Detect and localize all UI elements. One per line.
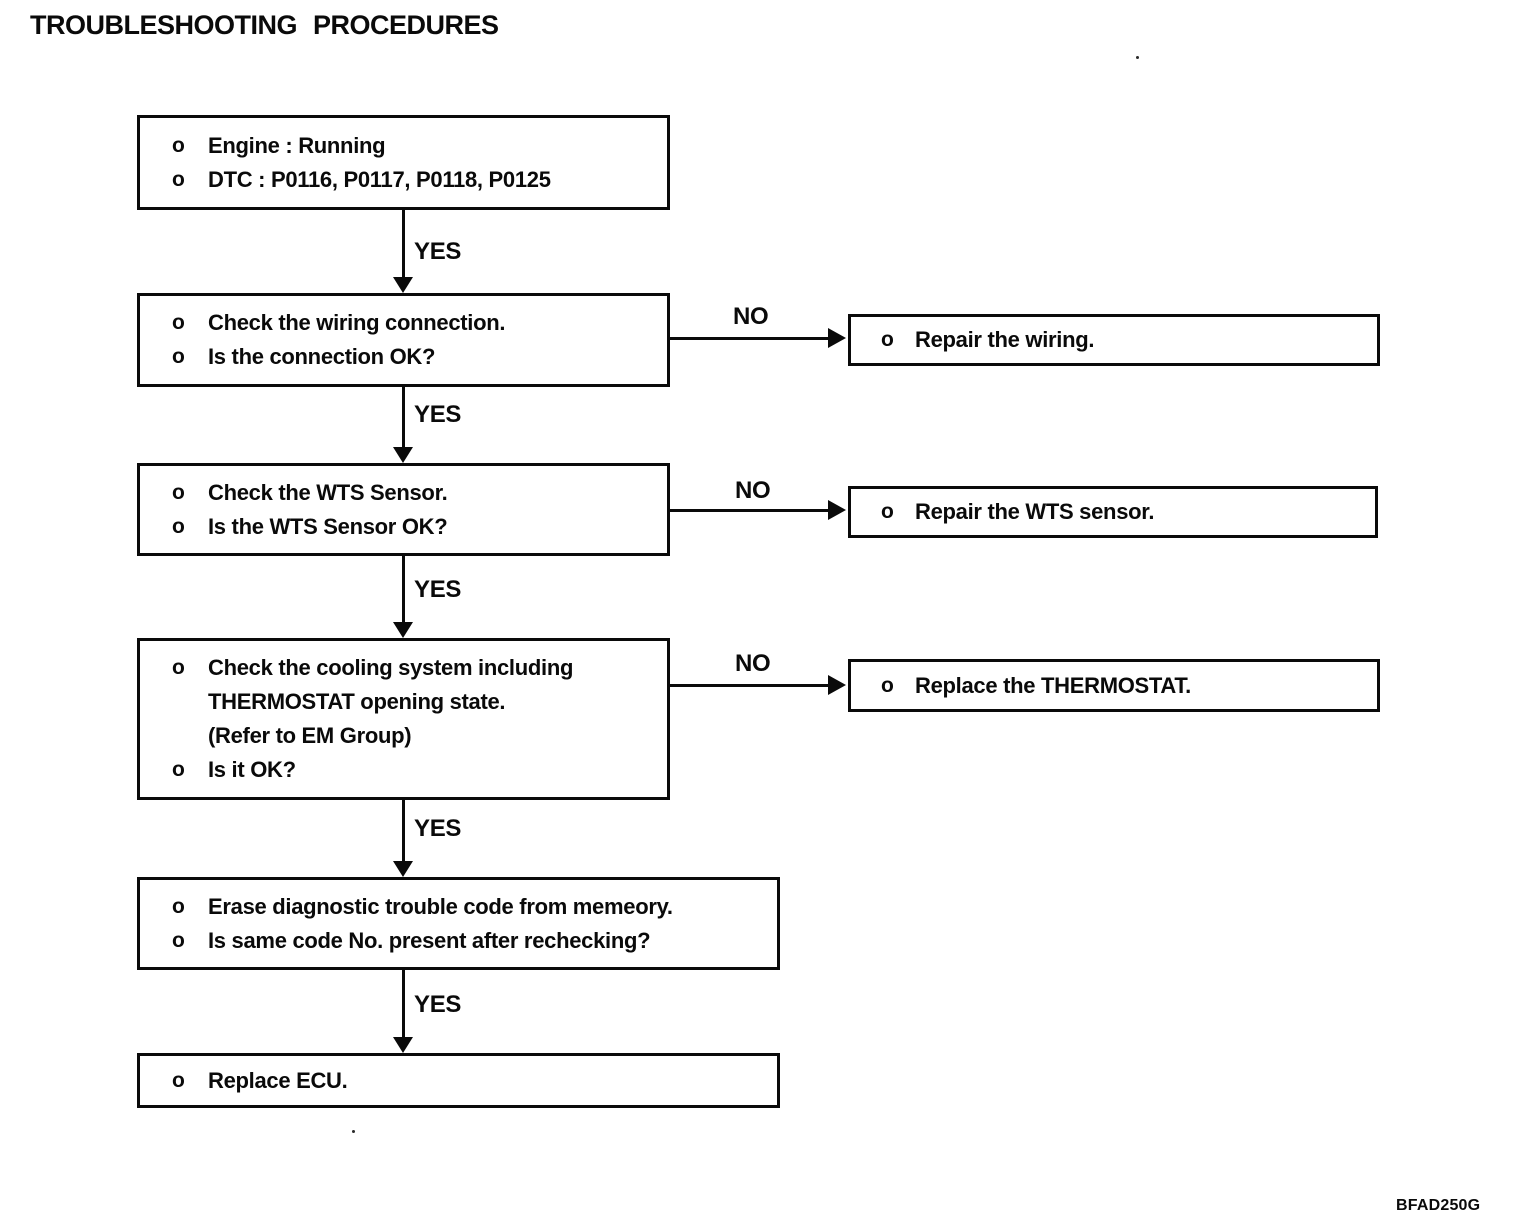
flow-box-check-wiring: o Check the wiring connection. o Is the … xyxy=(137,293,670,387)
arrow-right-icon xyxy=(828,328,846,348)
arrow-down-icon xyxy=(393,622,413,638)
flow-box-start: o Engine : Running o DTC : P0116, P0117,… xyxy=(137,115,670,210)
flow-box-repair-wiring: o Repair the wiring. xyxy=(848,314,1380,366)
connector-label-no-1: NO xyxy=(733,303,769,330)
bullet-glyph: o xyxy=(172,480,185,504)
bullet-glyph: o xyxy=(881,328,894,351)
bullet-glyph: o xyxy=(172,758,185,781)
flow-box-repair-wts-row: o Repair the WTS sensor. xyxy=(851,495,1375,529)
arrow-right-icon xyxy=(828,500,846,520)
connector-line-no-2 xyxy=(670,509,828,512)
connector-label-no-2: NO xyxy=(735,477,771,504)
flow-box-replace-thermostat-row: o Replace the THERMOSTAT. xyxy=(851,669,1377,703)
connector-label-yes-2: YES xyxy=(414,401,462,428)
connector-label-yes-4: YES xyxy=(414,815,462,842)
scan-artifact-dot xyxy=(1136,56,1139,59)
flow-box-replace-ecu-row: o Replace ECU. xyxy=(140,1064,777,1098)
flow-box-start-row: o Engine : Running xyxy=(140,129,667,163)
flow-box-check-wts: o Check the WTS Sensor. o Is the WTS Sen… xyxy=(137,463,670,556)
flow-box-replace-thermostat-text: Replace the THERMOSTAT. xyxy=(915,672,1191,698)
bullet-glyph: o xyxy=(172,311,185,334)
connector-label-no-3: NO xyxy=(735,650,771,677)
flow-box-repair-wiring-row: o Repair the wiring. xyxy=(851,323,1377,357)
connector-line-yes-1 xyxy=(402,210,405,278)
flow-box-check-wiring-text: Check the wiring connection. xyxy=(208,310,506,335)
arrow-down-icon xyxy=(393,447,413,463)
flow-box-check-cooling-row: o Is it OK? xyxy=(140,753,667,787)
flow-box-repair-wts: o Repair the WTS sensor. xyxy=(848,486,1378,538)
flow-box-check-wiring-text: Is the connection OK? xyxy=(208,344,436,369)
flow-box-check-cooling-row: o Check the cooling system including xyxy=(140,651,667,685)
connector-line-yes-2 xyxy=(402,387,405,448)
flow-box-check-cooling-text: Check the cooling system including xyxy=(208,655,574,680)
scan-artifact-dot xyxy=(352,1130,355,1133)
flow-box-check-cooling-text: THERMOSTAT opening state. xyxy=(208,689,506,714)
flow-box-erase-dtc-row: o Erase diagnostic trouble code from mem… xyxy=(140,890,777,924)
flow-box-erase-dtc-text: Erase diagnostic trouble code from memeo… xyxy=(208,893,673,919)
bullet-glyph: o xyxy=(172,345,185,368)
bullet-glyph: o xyxy=(881,673,894,697)
bullet-glyph: o xyxy=(172,894,185,918)
bullet-glyph: o xyxy=(172,133,185,157)
flow-box-check-cooling-row: (Refer to EM Group) xyxy=(140,719,667,753)
flow-box-check-wts-row: o Is the WTS Sensor OK? xyxy=(140,510,667,544)
flow-box-check-cooling-text: Is it OK? xyxy=(208,757,296,782)
flow-box-start-text: Engine : Running xyxy=(208,132,386,158)
connector-label-yes-5: YES xyxy=(414,991,462,1018)
flow-box-replace-ecu: o Replace ECU. xyxy=(137,1053,780,1108)
flow-box-repair-wiring-text: Repair the wiring. xyxy=(915,327,1095,352)
flow-box-erase-dtc-text: Is same code No. present after recheckin… xyxy=(208,927,651,953)
figure-code: BFAD250G xyxy=(1396,1197,1481,1214)
connector-line-yes-3 xyxy=(402,556,405,622)
flow-box-start-row: o DTC : P0116, P0117, P0118, P0125 xyxy=(140,163,667,197)
flow-box-check-cooling-text: (Refer to EM Group) xyxy=(208,723,412,748)
flow-box-check-wiring-row: o Check the wiring connection. xyxy=(140,306,667,340)
flow-box-check-wiring-row: o Is the connection OK? xyxy=(140,340,667,374)
flow-box-replace-ecu-text: Replace ECU. xyxy=(208,1067,348,1093)
arrow-down-icon xyxy=(393,861,413,877)
arrow-down-icon xyxy=(393,277,413,293)
bullet-glyph: o xyxy=(172,656,185,679)
arrow-right-icon xyxy=(828,675,846,695)
flow-box-check-cooling: o Check the cooling system including THE… xyxy=(137,638,670,800)
connector-line-yes-4 xyxy=(402,800,405,861)
connector-label-yes-1: YES xyxy=(414,238,462,265)
flow-box-erase-dtc-row: o Is same code No. present after recheck… xyxy=(140,924,777,958)
flow-box-repair-wts-text: Repair the WTS sensor. xyxy=(915,499,1155,524)
flow-box-start-text: DTC : P0116, P0117, P0118, P0125 xyxy=(208,166,551,192)
flow-box-check-cooling-row: THERMOSTAT opening state. xyxy=(140,685,667,719)
connector-line-yes-5 xyxy=(402,970,405,1037)
bullet-glyph: o xyxy=(172,514,185,538)
connector-label-yes-3: YES xyxy=(414,576,462,603)
page-title: TROUBLESHOOTING PROCEDURES xyxy=(30,10,499,40)
connector-line-no-1 xyxy=(670,337,828,340)
arrow-down-icon xyxy=(393,1037,413,1053)
flow-box-replace-thermostat: o Replace the THERMOSTAT. xyxy=(848,659,1380,712)
bullet-glyph: o xyxy=(172,928,185,952)
bullet-glyph: o xyxy=(881,500,894,523)
flow-box-erase-dtc: o Erase diagnostic trouble code from mem… xyxy=(137,877,780,970)
connector-line-no-3 xyxy=(670,684,828,687)
bullet-glyph: o xyxy=(172,1068,185,1092)
flow-box-check-wts-text: Is the WTS Sensor OK? xyxy=(208,513,448,539)
flow-box-check-wts-text: Check the WTS Sensor. xyxy=(208,479,448,505)
flow-box-check-wts-row: o Check the WTS Sensor. xyxy=(140,476,667,510)
bullet-glyph: o xyxy=(172,167,185,191)
